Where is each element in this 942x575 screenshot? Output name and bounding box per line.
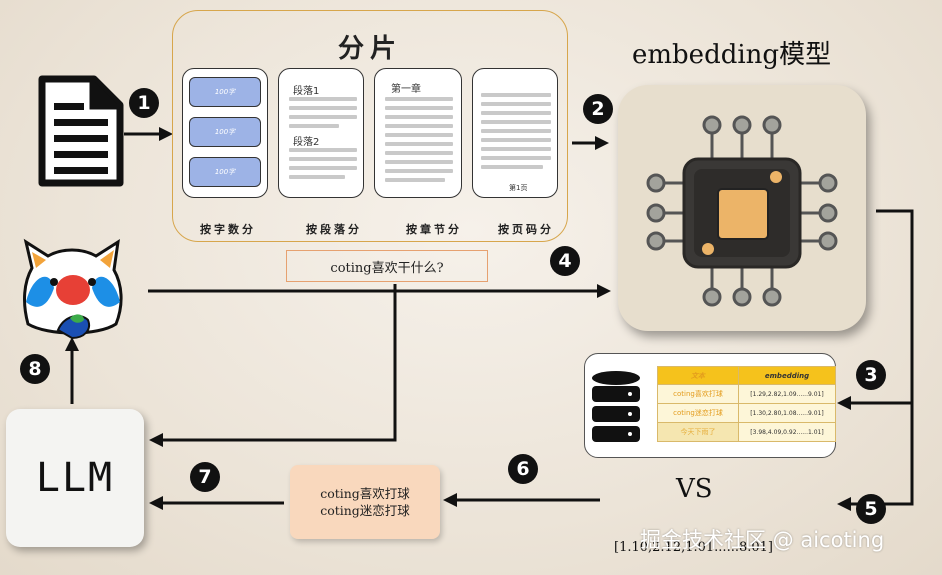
result-item: coting喜欢打球 [320,486,410,501]
query-box: coting喜欢干什么? [286,250,488,282]
query-vector: [1.10,2.12,1.01......8.01] [614,540,773,555]
step-badge-1: 1 [129,88,159,118]
label-by-page: 按页码分 [498,223,554,236]
paragraph-1-label: 段落1 [293,86,320,97]
vector-db-table: 文本 embedding coting喜欢打球 [1.29,2.82,1.09.… [657,366,836,442]
chunk-card-by-paragraph: 段落1 段落2 [278,68,364,198]
paragraph-2-label: 段落2 [293,137,320,148]
table-header-text: 文本 [657,366,739,385]
char-block: 100字 [189,117,261,147]
step-badge-8: 8 [20,354,50,384]
query-text: coting喜欢干什么? [330,260,444,276]
user-mascot-icon [23,238,123,340]
step-badge-2: 2 [583,94,613,124]
embedding-model-title: embedding模型 [632,40,832,70]
vs-label: VS [676,474,713,504]
label-by-chars: 按字数分 [200,223,256,236]
step-badge-6: 6 [508,454,538,484]
llm-box: LLM [6,409,144,547]
result-item: coting迷恋打球 [320,503,410,518]
label-by-paragraph: 按段落分 [306,223,362,236]
arrow-query-to-llm [149,284,397,447]
chip-icon [646,115,838,307]
chunk-card-by-chars: 100字 100字 100字 [182,68,268,198]
char-block: 100字 [189,157,261,187]
document-icon [38,75,124,187]
llm-label: LLM [35,455,115,501]
table-row: 今天下雨了 [3.98,4.09,0.92......1.01] [657,422,836,442]
table-row: coting迷恋打球 [1.30,2.80,1.08......9.01] [657,403,836,423]
step-badge-5: 5 [856,494,886,524]
chunking-panel [172,10,568,242]
step-badge-3: 3 [856,360,886,390]
chunk-card-by-page: 第1页 [472,68,558,198]
chunk-card-by-chapter: 第一章 [374,68,462,198]
char-block: 100字 [189,77,261,107]
page-label: 第1页 [509,184,528,192]
chapter-label: 第一章 [391,84,421,95]
arrow-model-to-db [837,209,914,410]
step-badge-7: 7 [190,462,220,492]
chunking-title: 分片 [337,34,402,64]
label-by-chapter: 按章节分 [406,223,462,236]
step-badge-4: 4 [550,246,580,276]
database-icon [592,371,640,442]
retrieved-results-box: coting喜欢打球 coting迷恋打球 [290,465,440,539]
watermark: 掘金技术社区 @ aicoting [640,528,885,552]
arrow-model-to-query-vector [837,403,914,511]
table-row: coting喜欢打球 [1.29,2.82,1.09......9.01] [657,384,836,404]
table-header-embedding: embedding [738,366,836,385]
